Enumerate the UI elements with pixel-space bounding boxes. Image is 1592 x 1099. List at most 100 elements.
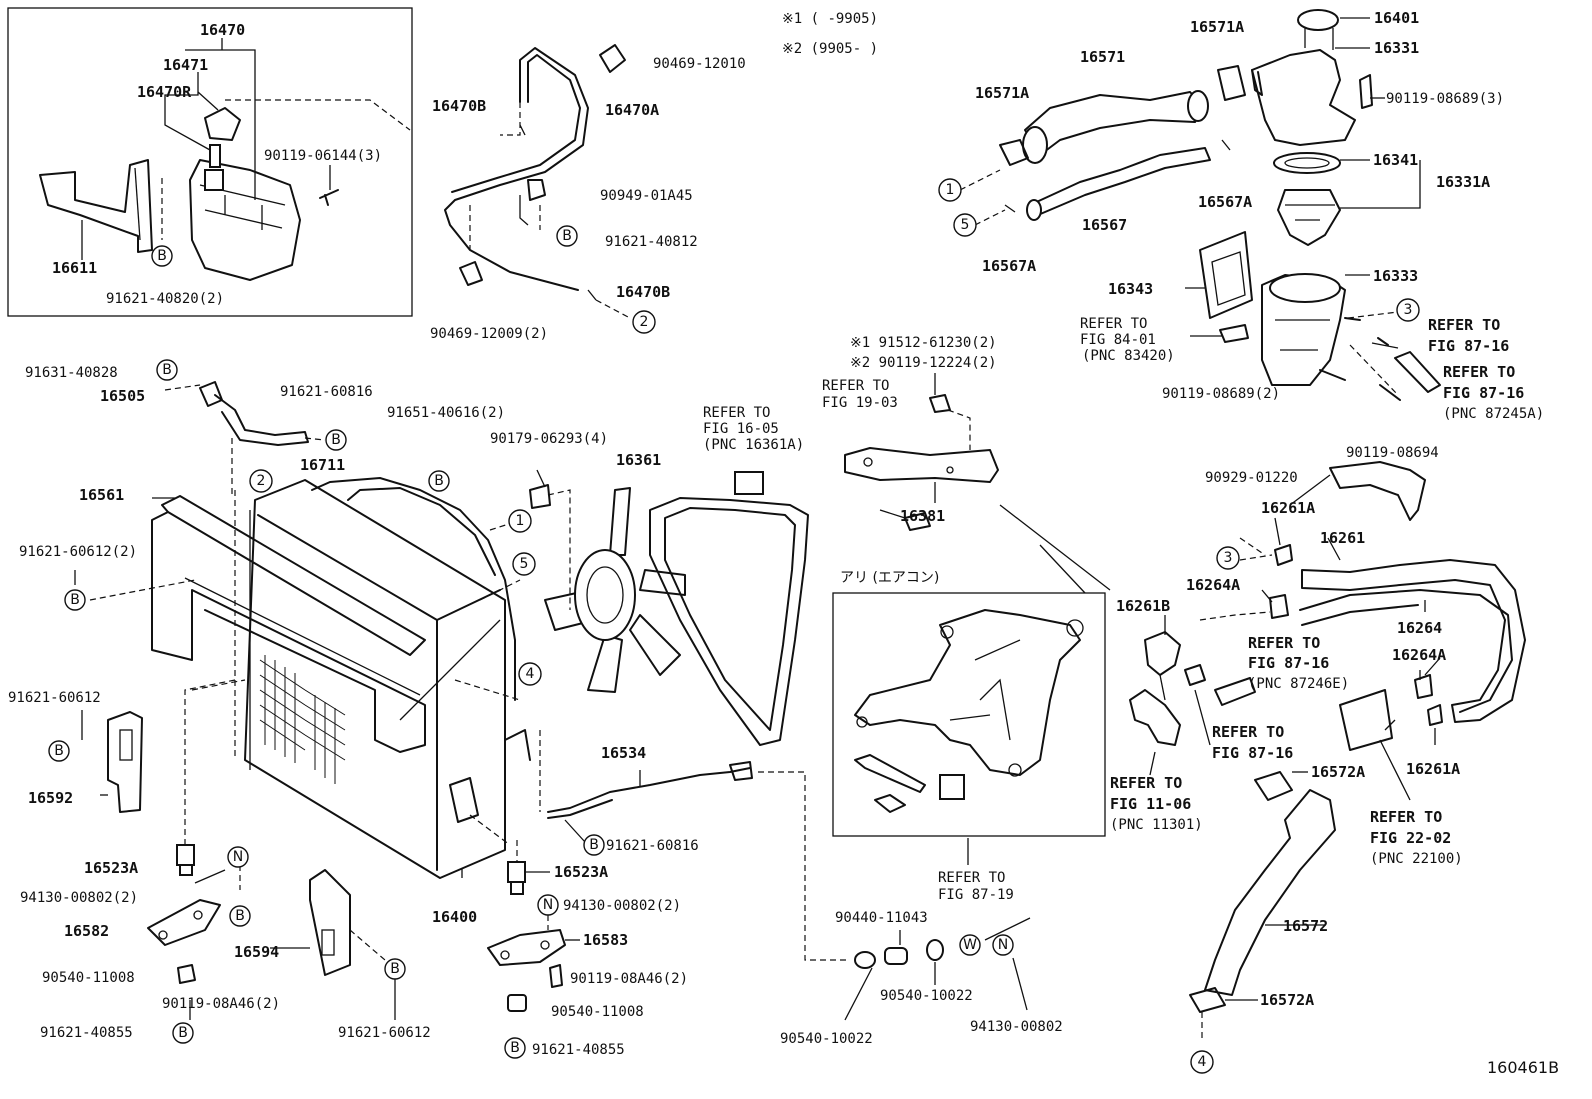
label-16567a-a: 16567A	[1198, 193, 1252, 211]
svg-text:B: B	[434, 473, 444, 489]
svg-text:B: B	[510, 1040, 520, 1056]
label-16561: 16561	[79, 486, 124, 504]
label-16534: 16534	[601, 744, 646, 762]
callout-4-a: 4	[518, 662, 542, 686]
label-16567: 16567	[1082, 216, 1127, 234]
svg-text:B: B	[589, 837, 599, 853]
figure-id: 160461B	[1487, 1058, 1559, 1077]
label-16572: 16572	[1283, 917, 1328, 935]
label-90440-11043: 90440-11043	[835, 910, 928, 926]
ac-inset	[832, 504, 1111, 837]
callout-b-7: B	[48, 740, 70, 762]
svg-text:REFER TO: REFER TO	[1080, 316, 1147, 332]
radiator	[151, 384, 531, 879]
callout-3-b: 3	[1216, 546, 1240, 570]
svg-text:B: B	[331, 432, 341, 448]
svg-text:(PNC 87246E): (PNC 87246E)	[1248, 676, 1349, 692]
svg-text:B: B	[562, 228, 572, 244]
refer-to-labels: REFER TO FIG 16-05 (PNC 16361A) REFER TO…	[703, 316, 1544, 903]
label-16567a-b: 16567A	[982, 257, 1036, 275]
label-16594: 16594	[234, 943, 279, 961]
svg-text:2: 2	[640, 314, 649, 330]
note-2: ※2 (9905- )	[782, 41, 878, 57]
callout-b-2: B	[556, 225, 578, 247]
svg-text:FIG 84-01: FIG 84-01	[1080, 332, 1156, 348]
label-16470r: 16470R	[137, 83, 192, 101]
label-16582: 16582	[64, 922, 109, 940]
callout-b-12: B	[504, 1037, 526, 1059]
callout-1-b: 1	[508, 509, 532, 533]
ac-inset-title: アリ (エアコン)	[840, 570, 939, 586]
label-94130-00802-b: 94130-00802(2)	[563, 898, 681, 914]
label-90179-06293: 90179-06293(4)	[490, 431, 608, 447]
label-90540-10022-a: 90540-10022	[880, 988, 973, 1004]
callout-b-1: B	[151, 245, 173, 267]
label-91621-40855-b: 91621-40855	[532, 1042, 625, 1058]
label-16471: 16471	[163, 56, 208, 74]
label-16711: 16711	[300, 456, 345, 474]
svg-text:(PNC 87245A): (PNC 87245A)	[1443, 406, 1544, 422]
svg-text:B: B	[390, 961, 400, 977]
label-90929-01220: 90929-01220	[1205, 470, 1298, 486]
small-hose-16505	[199, 381, 326, 495]
label-90119-08a46-b: 90119-08A46(2)	[570, 971, 688, 987]
callout-b-4: B	[325, 429, 347, 451]
callout-5-b: 5	[512, 552, 536, 576]
callout-n-2: N	[537, 894, 559, 916]
header-notes: ※1 ( -9905) ※2 (9905- )	[782, 11, 878, 57]
svg-text:FIG 87-16: FIG 87-16	[1428, 337, 1509, 355]
callout-3-a: 3	[1396, 298, 1420, 322]
svg-text:FIG 87-16: FIG 87-16	[1443, 384, 1524, 402]
label-16583: 16583	[583, 931, 628, 949]
svg-text:FIG 87-16: FIG 87-16	[1248, 654, 1329, 672]
label-16400: 16400	[432, 908, 477, 926]
note-1: ※1 ( -9905)	[782, 11, 878, 27]
label-90119-08689-2: 90119-08689(2)	[1162, 386, 1280, 402]
label-16331a: 16331A	[1436, 173, 1490, 191]
label-91621-40820: 91621-40820(2)	[106, 291, 224, 307]
callout-2-a: 2	[632, 310, 656, 334]
callout-b-6: B	[64, 589, 86, 611]
svg-text:3: 3	[1224, 550, 1233, 566]
callout-n-3: N	[992, 934, 1014, 956]
svg-text:REFER TO: REFER TO	[1428, 316, 1500, 334]
svg-text:REFER TO: REFER TO	[822, 378, 889, 394]
label-90119-08689-3: 90119-08689(3)	[1386, 91, 1504, 107]
label-16261a-a: 16261A	[1261, 499, 1315, 517]
label-16572a-b: 16572A	[1260, 991, 1314, 1009]
callout-n-1: N	[227, 846, 249, 868]
svg-text:4: 4	[526, 666, 535, 682]
svg-text:N: N	[233, 849, 243, 865]
label-90119-12224: ※2 90119-12224(2)	[850, 355, 997, 371]
label-16470b-a: 16470B	[432, 97, 486, 115]
label-91621-60816-a: 91621-60816	[280, 384, 373, 400]
lower-left-brackets	[74, 570, 396, 1020]
overflow-hose	[444, 44, 631, 319]
label-16470: 16470	[200, 21, 245, 39]
label-16333: 16333	[1373, 267, 1418, 285]
svg-text:5: 5	[520, 556, 529, 572]
svg-text:REFER TO: REFER TO	[1248, 634, 1320, 652]
svg-text:REFER TO: REFER TO	[1212, 723, 1284, 741]
label-94130-00802-c: 94130-00802	[970, 1019, 1063, 1035]
label-16264a-a: 16264A	[1186, 576, 1240, 594]
svg-text:B: B	[178, 1025, 188, 1041]
label-16572a-a: 16572A	[1311, 763, 1365, 781]
label-94130-00802-a: 94130-00802(2)	[20, 890, 138, 906]
svg-text:3: 3	[1404, 302, 1413, 318]
label-91621-60612-2: 91621-60612(2)	[19, 544, 137, 560]
label-16341: 16341	[1373, 151, 1418, 169]
label-16523a-b: 16523A	[554, 863, 608, 881]
svg-text:W: W	[963, 937, 977, 953]
svg-text:B: B	[162, 362, 172, 378]
label-16571a-a: 16571A	[1190, 18, 1244, 36]
label-90540-11008-a: 90540-11008	[42, 970, 135, 986]
svg-text:2: 2	[257, 473, 266, 489]
label-16523a-a: 16523A	[84, 859, 138, 877]
part-number-labels: 16470 16471 16470R 90119-06144(3) 16611 …	[8, 9, 1504, 1058]
label-16261a-b: 16261A	[1406, 760, 1460, 778]
svg-text:FIG 16-05: FIG 16-05	[703, 421, 779, 437]
label-16401: 16401	[1374, 9, 1419, 27]
svg-text:REFER TO: REFER TO	[1110, 774, 1182, 792]
label-91621-60612-b: 91621-60612	[8, 690, 101, 706]
